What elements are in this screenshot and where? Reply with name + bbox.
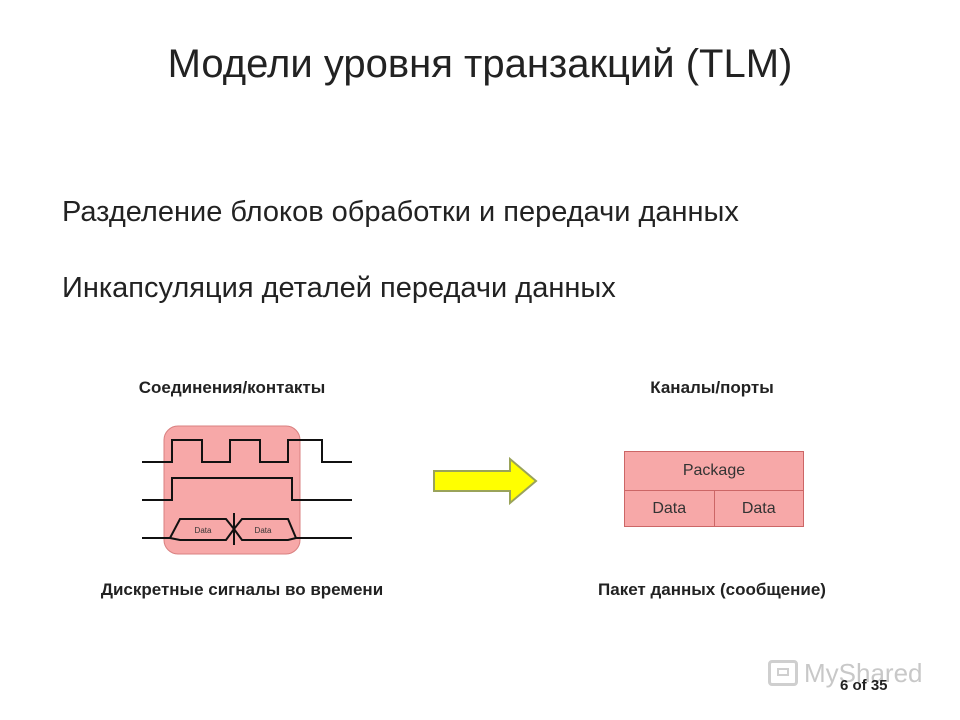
signal-highlight-region <box>163 425 301 555</box>
arrow-shape <box>433 456 538 506</box>
watermark-text: MyShared <box>804 657 923 688</box>
right-arrow-icon <box>433 456 538 506</box>
caption-discrete-signals: Дискретные сигналы во времени <box>100 580 384 599</box>
caption-data-packet: Пакет данных (сообщение) <box>598 580 826 599</box>
data-package: Package Data Data <box>624 451 804 527</box>
package-cell-2: Data <box>713 491 804 527</box>
bullet-1: Разделение блоков обработки и передачи д… <box>62 196 739 228</box>
data-label-1: Data <box>195 526 212 535</box>
bullet-2: Инкапсуляция деталей передачи данных <box>62 272 616 304</box>
watermark: MyShared <box>768 656 928 690</box>
clock-signal <box>142 439 352 463</box>
slide-title: Модели уровня транзакций (TLM) <box>167 42 793 86</box>
page-number: 6 of 35 <box>840 677 888 694</box>
data-label-2: Data <box>255 526 272 535</box>
package-cell-1: Data <box>652 500 687 517</box>
strobe-signal <box>142 477 352 501</box>
myshared-logo-icon <box>768 660 798 686</box>
signal-timing-diagram: Data Data <box>142 425 352 555</box>
caption-connections: Соединения/контакты <box>138 378 326 397</box>
caption-channels: Каналы/порты <box>650 378 774 397</box>
package-header: Package <box>625 452 803 491</box>
package-data-row: Data Data <box>625 491 803 527</box>
